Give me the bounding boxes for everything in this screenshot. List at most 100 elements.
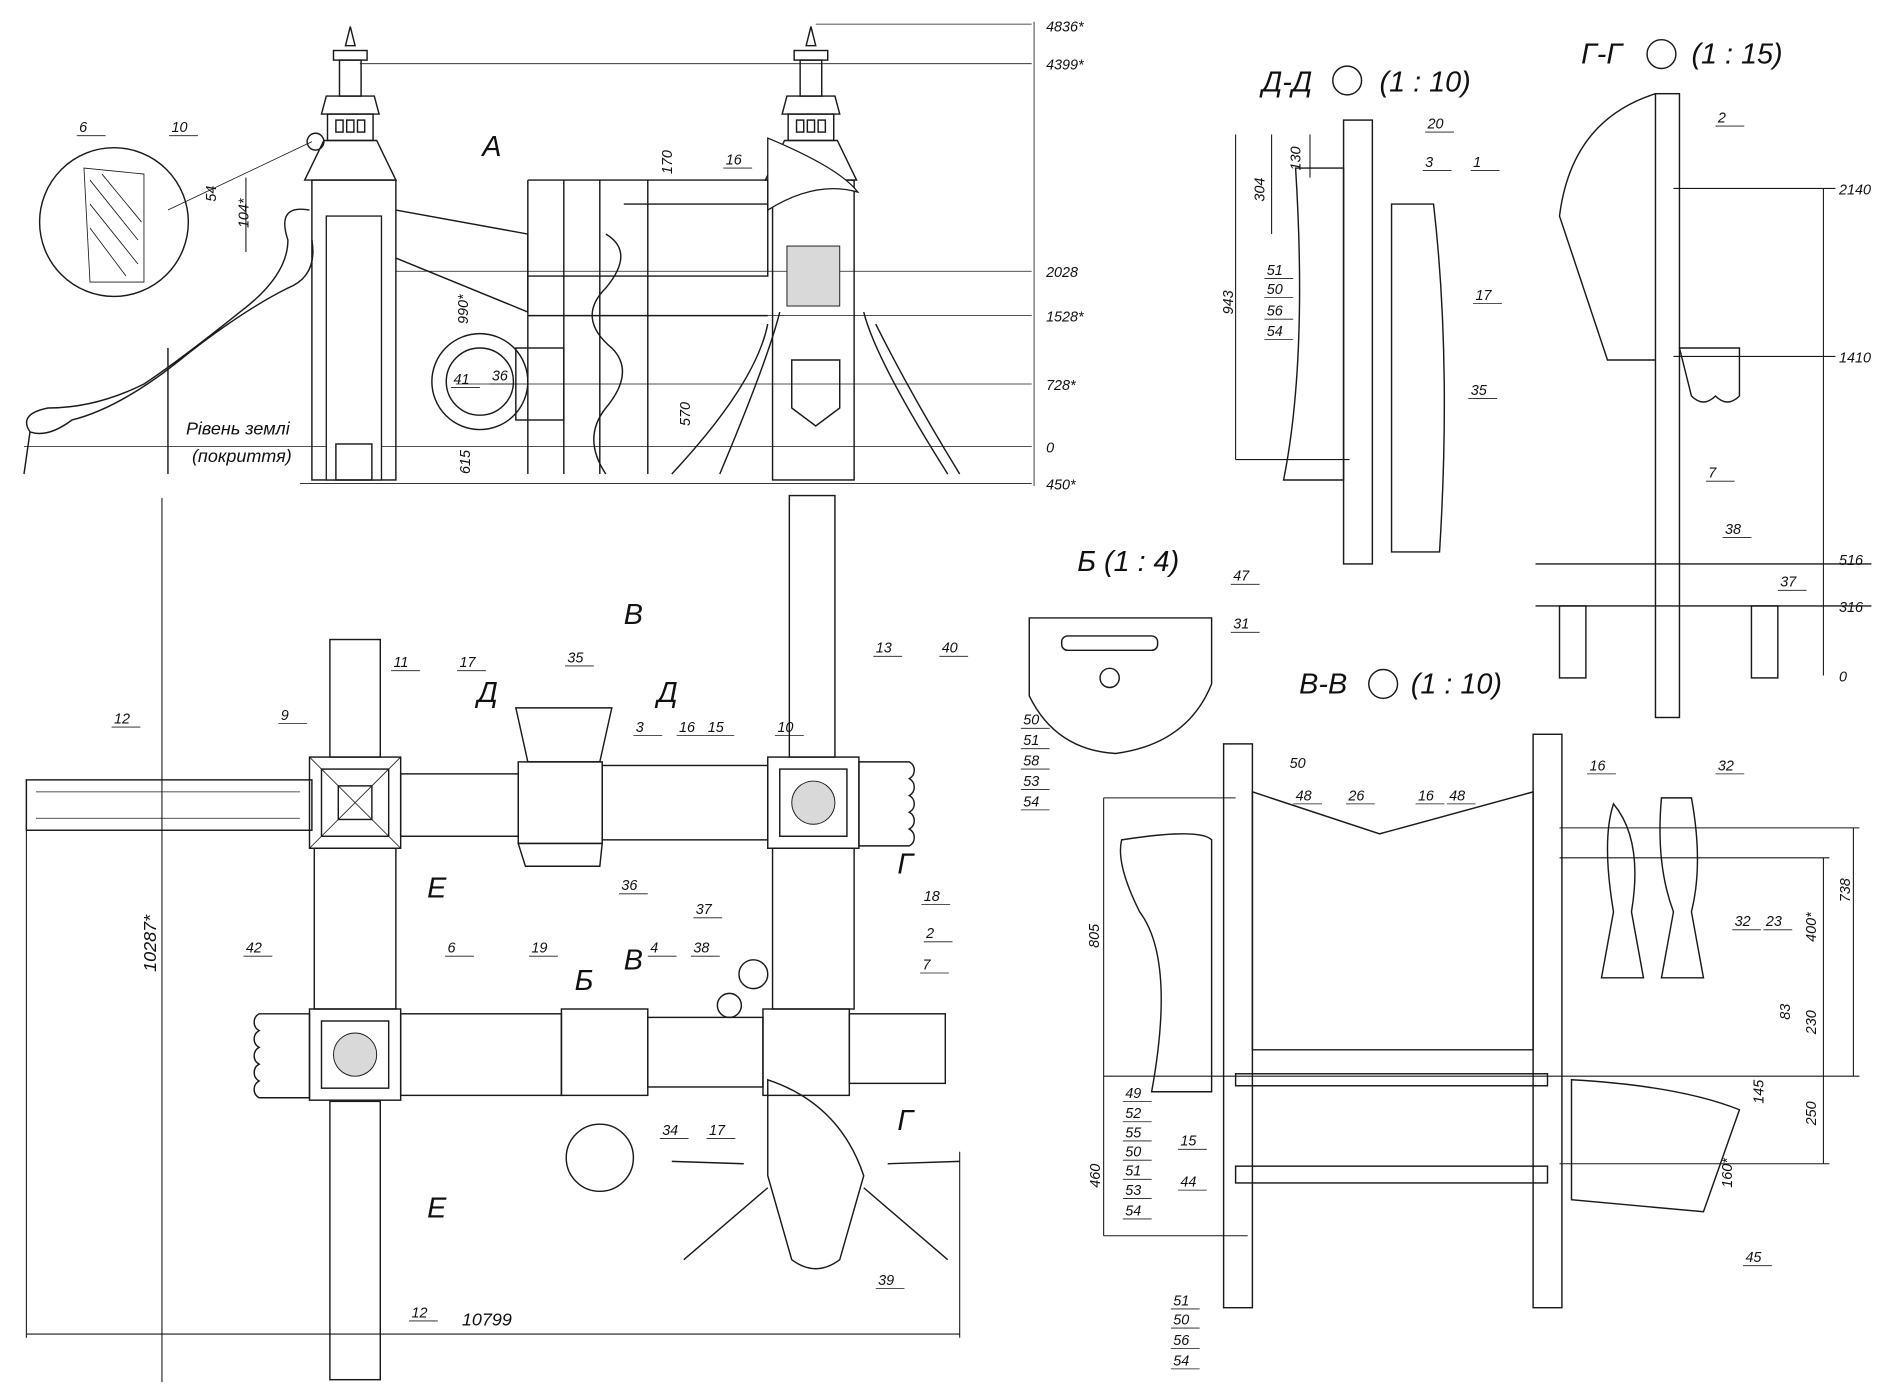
level-mark: 728*: [1046, 378, 1076, 394]
detail-title: Б (1 : 4): [1077, 546, 1179, 578]
callout: 40: [942, 641, 958, 657]
dimension: 304: [1252, 178, 1268, 202]
dimension: 10799: [462, 1310, 512, 1330]
detail-b: [1028, 617, 1213, 755]
section-mark: Г: [897, 848, 915, 880]
plan-view: [25, 494, 961, 1383]
level-mark: 450*: [1046, 478, 1076, 494]
dimension: 50: [1290, 756, 1306, 772]
level-mark: 4836*: [1046, 19, 1084, 35]
ground-level-label: Рівень землі: [186, 418, 291, 438]
level-mark: 2140: [1838, 182, 1871, 198]
level-mark: 516: [1839, 553, 1863, 569]
callout: 39: [878, 1273, 894, 1289]
decks-and-bridges: [253, 707, 960, 1270]
callout: 9: [281, 708, 289, 724]
level-mark: 2028: [1045, 265, 1078, 281]
callout-stack-item: 54: [1173, 1353, 1189, 1369]
callout: 37: [696, 902, 713, 918]
section-g-g: [1535, 38, 1872, 719]
callout: 26: [1347, 788, 1364, 804]
dimension: 145: [1751, 1079, 1767, 1104]
callout: 10: [777, 720, 793, 736]
callout: 15: [708, 720, 725, 736]
rotation-symbol: [1646, 38, 1677, 70]
level-mark: 0: [1839, 670, 1847, 686]
level-mark: 1528*: [1046, 310, 1084, 326]
callout-stack-item: 54: [1023, 794, 1039, 810]
callout-stack-item: 58: [1023, 753, 1039, 769]
level-mark: 1410: [1839, 350, 1871, 366]
dimension: 805: [1087, 923, 1103, 948]
callout: 12: [114, 711, 130, 727]
callout: 16: [679, 720, 695, 736]
callout: 23: [1765, 914, 1782, 930]
callout: 32: [1735, 914, 1751, 930]
ground-level-label: (покриття): [192, 446, 292, 466]
dimension: 104*: [236, 198, 252, 228]
bridges: [395, 179, 769, 475]
callout-stack-item: 50: [1125, 1145, 1141, 1161]
callout: 36: [492, 368, 508, 384]
level-lines: [23, 21, 1035, 486]
dimension: 570: [678, 402, 694, 426]
slide-west: [25, 779, 313, 831]
dimension: 54: [204, 186, 220, 202]
section-mark: Б: [575, 965, 594, 997]
callout-stack-item: 52: [1125, 1106, 1141, 1122]
dimension: 460: [1088, 1164, 1104, 1188]
callout: 12: [411, 1305, 427, 1321]
callout-stack-item: 51: [1267, 263, 1283, 279]
section-v-v: [1103, 668, 1860, 1309]
callout-stack-item: 54: [1125, 1203, 1141, 1219]
callout: 34: [662, 1123, 678, 1139]
callout-stack-item: 56: [1173, 1333, 1189, 1349]
callout-stack-item: 50: [1023, 713, 1039, 729]
callout-stack-item: 53: [1125, 1183, 1141, 1199]
section-scale: (1 : 10): [1411, 669, 1502, 701]
callout: 2: [1717, 110, 1726, 126]
callout: 1: [1473, 155, 1481, 171]
callout: 31: [1233, 617, 1249, 633]
front-elevation-view: [23, 21, 1035, 486]
section-mark: Е: [427, 872, 447, 904]
callout: 41: [453, 372, 469, 388]
section-title: В-В: [1299, 669, 1347, 701]
callout: 38: [693, 941, 709, 957]
callout: 7: [923, 957, 932, 973]
callout: 48: [1296, 788, 1312, 804]
section-scale: (1 : 15): [1691, 39, 1782, 71]
callout: 3: [636, 720, 644, 736]
section-mark: В: [624, 944, 643, 976]
section-title: Г-Г: [1581, 39, 1624, 71]
callout: 20: [1427, 116, 1444, 132]
dimension: 83: [1778, 1004, 1794, 1020]
callout: 3: [1425, 155, 1433, 171]
tower-roof-ne: [767, 756, 860, 849]
slide-north: [788, 494, 836, 758]
right-tower: [671, 26, 961, 481]
dimension: 130: [1288, 146, 1304, 170]
callout: 6: [79, 120, 87, 136]
view-mark-a: А: [480, 131, 501, 163]
tower-roof-nw: [308, 756, 402, 849]
callout: 36: [621, 878, 637, 894]
callout: 18: [924, 889, 940, 905]
callout-stack-item: 51: [1125, 1164, 1141, 1180]
callout: 19: [531, 941, 547, 957]
rotation-symbol: [1368, 668, 1399, 700]
callout: 38: [1725, 522, 1741, 538]
callout: 48: [1449, 788, 1465, 804]
dimension: 615: [458, 449, 474, 474]
callout-stack-item: 56: [1267, 304, 1283, 320]
callout: 42: [246, 941, 262, 957]
callout: 6: [447, 941, 455, 957]
level-mark: 4399*: [1046, 58, 1084, 74]
dimension: 943: [1221, 290, 1237, 314]
level-mark: 316: [1839, 600, 1863, 616]
callout: 11: [393, 655, 408, 671]
callout: 13: [876, 641, 892, 657]
callout: 17: [459, 655, 476, 671]
